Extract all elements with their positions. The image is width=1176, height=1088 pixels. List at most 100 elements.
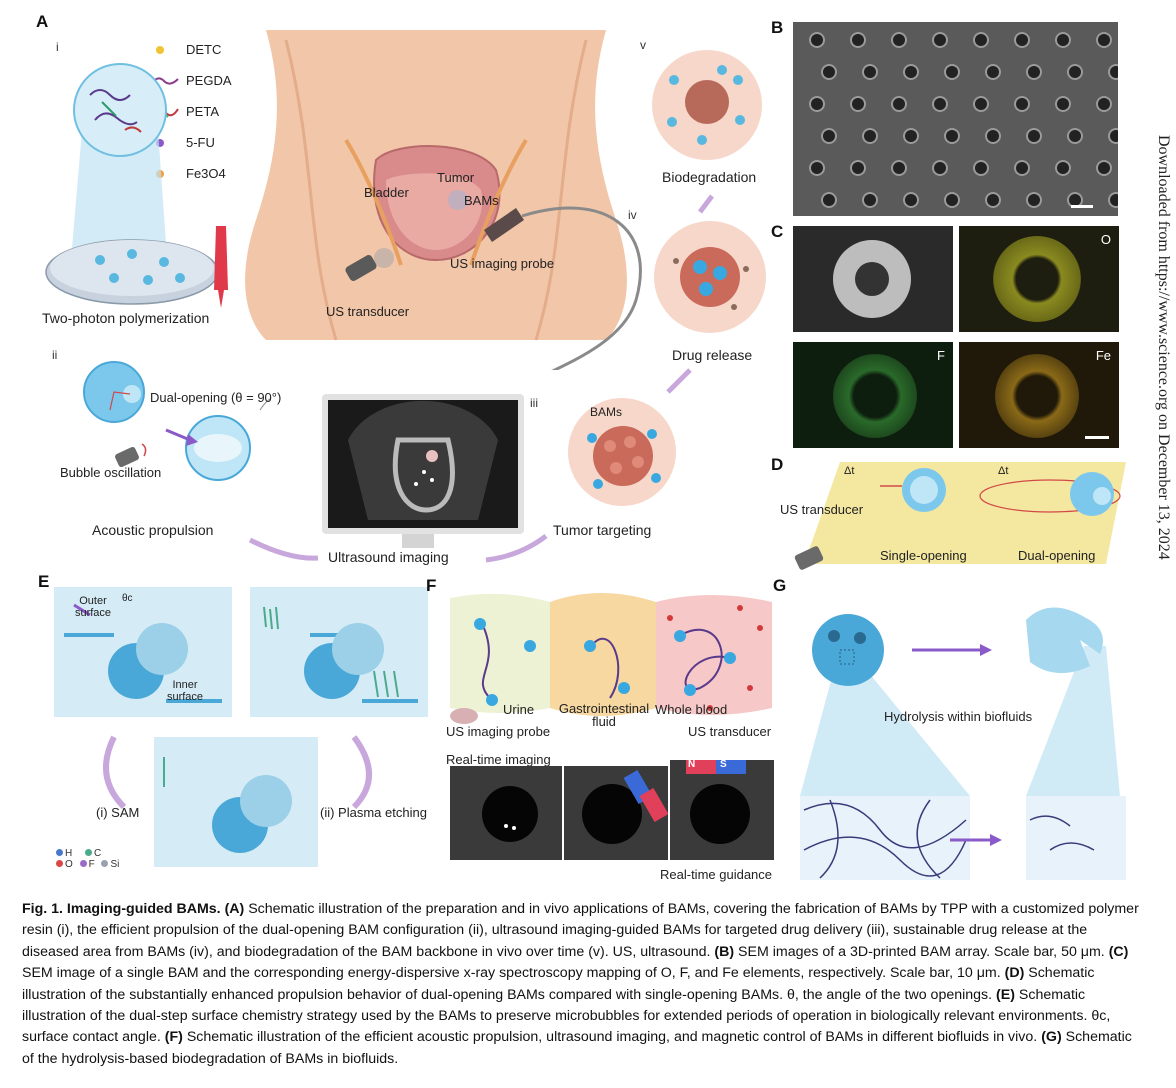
oxygen-signal bbox=[993, 236, 1081, 322]
step-label-i: i bbox=[56, 40, 59, 54]
atom-label: F bbox=[88, 859, 95, 870]
bam-dot bbox=[1057, 98, 1069, 110]
panel-label-d: D bbox=[771, 455, 784, 474]
us-imaging-probe-label: US imaging probe bbox=[450, 256, 555, 271]
single-opening-label: Single-opening bbox=[880, 548, 967, 563]
caption-text-d: Schematic illustration of the substantia… bbox=[22, 965, 1095, 1003]
scale-bar bbox=[1071, 205, 1093, 208]
bam-dot bbox=[934, 34, 946, 46]
bam-dot bbox=[946, 130, 958, 142]
realtime-guidance-label: Real-time guidance bbox=[660, 867, 773, 882]
caption-ref-a: (A) bbox=[224, 901, 245, 917]
urine-label: Urine bbox=[503, 702, 535, 717]
bam-dot bbox=[934, 162, 946, 174]
figure-caption: Fig. 1. Imaging-guided BAMs. (A) Schemat… bbox=[22, 899, 1146, 1070]
legend-row: DETC bbox=[150, 34, 260, 65]
biodegradation-illustration bbox=[800, 607, 1126, 880]
caption-text-a: Schematic illustration of the preparatio… bbox=[22, 901, 1139, 960]
caption-ref-b: (B) bbox=[714, 943, 735, 960]
legend-peta: PETA bbox=[186, 104, 219, 119]
detc-icon bbox=[156, 45, 164, 54]
bam-dot bbox=[811, 34, 823, 46]
hydrolysis-label: Hydrolysis within biofluids bbox=[884, 709, 1033, 724]
caption-ref-g: (G) bbox=[1041, 1029, 1062, 1046]
bams-small-label: BAMs bbox=[590, 405, 623, 419]
step-label-ii: ii bbox=[52, 348, 58, 362]
bam-dot bbox=[987, 130, 999, 142]
pegda-icon bbox=[151, 76, 179, 85]
element-label-f: F bbox=[937, 348, 945, 363]
panel-d-illustration bbox=[794, 462, 1126, 570]
panel-label-e: E bbox=[38, 572, 50, 591]
caption-ref-e: (E) bbox=[996, 986, 1015, 1003]
dual-opening-label: Dual-opening (θ = 90°) bbox=[150, 390, 282, 405]
tumor-targeting-label: Tumor targeting bbox=[553, 522, 652, 538]
bam-dot bbox=[1016, 162, 1028, 174]
delta-t-single: Δt bbox=[844, 465, 855, 477]
step-label-iv: iv bbox=[628, 208, 637, 222]
us-frame-2 bbox=[564, 766, 668, 860]
bam-dot bbox=[1057, 34, 1069, 46]
panel-label-g: G bbox=[773, 576, 787, 595]
bam-dot bbox=[823, 194, 835, 206]
realtime-imaging-label: Real-time imaging bbox=[446, 752, 551, 767]
drug-release-label: Drug release bbox=[672, 347, 753, 363]
caption-ref-f: (F) bbox=[164, 1029, 183, 1046]
drug-release-icon bbox=[673, 247, 749, 310]
atom-legend: H C O F Si bbox=[56, 848, 146, 870]
two-photon-illustration bbox=[45, 63, 228, 308]
atom-dot bbox=[56, 849, 63, 856]
dual-opening-illustration bbox=[83, 361, 270, 481]
biodegradation-label: Biodegradation bbox=[662, 169, 757, 185]
us-frame-1 bbox=[450, 766, 562, 860]
biofluid-illustration bbox=[450, 593, 772, 724]
scale-bar bbox=[1085, 436, 1109, 439]
us-imaging-probe-label-f: US imaging probe bbox=[446, 724, 551, 739]
bam-dot bbox=[1110, 66, 1118, 78]
tumor-targeting-circle bbox=[568, 398, 676, 506]
acoustic-propulsion-label: Acoustic propulsion bbox=[92, 522, 214, 538]
bam-dot bbox=[905, 66, 917, 78]
bams-label: BAMs bbox=[464, 193, 499, 208]
legend-row: 5-FU bbox=[150, 127, 260, 158]
legend-detc: DETC bbox=[186, 42, 222, 57]
step-label-iii: iii bbox=[530, 396, 538, 410]
bam-dot bbox=[893, 34, 905, 46]
legend-5fu: 5-FU bbox=[186, 135, 215, 150]
ultrasound-image bbox=[348, 400, 498, 520]
lumen bbox=[482, 786, 538, 842]
bam-dot bbox=[975, 34, 987, 46]
bam-dot bbox=[1098, 162, 1110, 174]
panel-e-illustration bbox=[64, 603, 418, 853]
atom-label: H bbox=[65, 848, 73, 859]
bam-dot bbox=[852, 162, 864, 174]
magnet-n bbox=[639, 788, 668, 822]
bam-dot bbox=[946, 66, 958, 78]
panel-label-f: F bbox=[426, 576, 437, 595]
drug-release-circle bbox=[654, 221, 766, 333]
sam-label: (i) SAM bbox=[96, 805, 140, 820]
eds-map-fluorine: F bbox=[793, 342, 953, 448]
atom-label: O bbox=[65, 859, 73, 870]
bam-dot bbox=[1057, 162, 1069, 174]
bam-dot bbox=[975, 162, 987, 174]
north-label: N bbox=[688, 759, 696, 770]
lumen bbox=[690, 784, 750, 844]
bam-dot bbox=[811, 162, 823, 174]
flow-arrows bbox=[248, 194, 714, 563]
iron-signal bbox=[995, 354, 1079, 438]
us-frame-3 bbox=[670, 760, 774, 860]
ultrasound-monitor bbox=[322, 394, 524, 534]
us-transducer-label-d: US transducer bbox=[780, 502, 864, 517]
magnet-n bbox=[686, 760, 716, 774]
panel-label-a: A bbox=[36, 12, 49, 31]
whole-blood-label: Whole blood bbox=[655, 702, 728, 717]
dual-opening-label-d: Dual-opening bbox=[1018, 548, 1096, 563]
body-illustration bbox=[245, 30, 642, 370]
bam-dot bbox=[1028, 194, 1040, 206]
panel-label-b: B bbox=[771, 18, 784, 37]
caption-title: Fig. 1. Imaging-guided BAMs. bbox=[22, 901, 221, 917]
biodegradation-circle bbox=[652, 50, 762, 160]
bam-dot bbox=[823, 66, 835, 78]
bam-dot bbox=[987, 66, 999, 78]
